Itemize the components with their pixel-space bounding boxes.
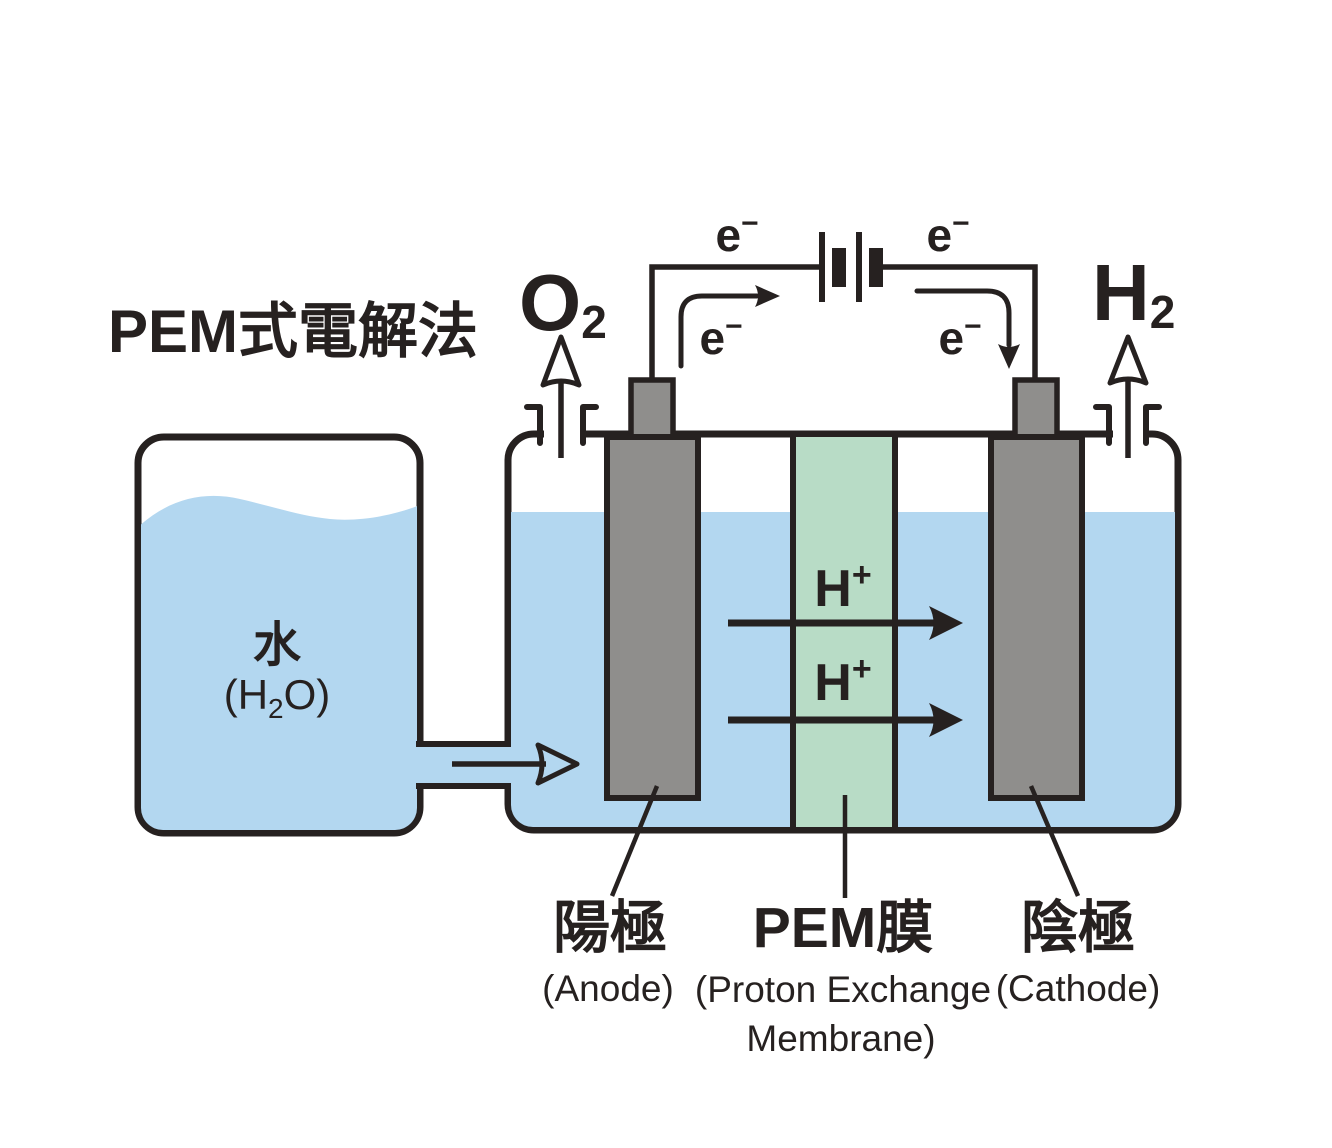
electron-arrow-head — [755, 285, 780, 307]
membrane-label-jp: PEM膜 — [753, 896, 934, 960]
proton-label-1: H+ — [814, 556, 871, 618]
electron-arrow-head — [998, 344, 1020, 369]
part-labels: 陽極 (Anode) PEM膜 (Proton Exchange Membran… — [542, 896, 1160, 1059]
vent-left-stub — [1093, 404, 1112, 446]
electron-label-top-right: e− — [926, 207, 969, 261]
cathode-label-jp: 陰極 — [1021, 896, 1135, 960]
cathode-label-en: (Cathode) — [996, 968, 1161, 1009]
vent-right-stub — [580, 404, 599, 446]
proton-arrow-head-1 — [929, 606, 963, 640]
membrane-label-en-line2: Membrane) — [746, 1018, 935, 1059]
hydrogen-outlet: H2 — [1092, 248, 1175, 458]
tank-water — [141, 495, 417, 830]
battery-icon — [819, 232, 883, 302]
proton-label-2: H+ — [814, 650, 871, 712]
membrane-label-en-line1: (Proton Exchange — [695, 969, 991, 1010]
proton-transfer: H+ H+ — [728, 556, 963, 737]
cathode-terminal — [1012, 377, 1060, 443]
anode-terminal — [628, 377, 676, 443]
electron-flow-arrow-left — [678, 285, 780, 369]
electron-flow-arrow-right — [914, 288, 1020, 369]
oxygen-label: O2 — [519, 258, 607, 348]
supply-pipe — [415, 741, 580, 789]
electron-label-inner-right: e− — [938, 310, 981, 364]
oxygen-outlet: O2 — [519, 258, 607, 458]
vent-right-stub — [1143, 404, 1162, 446]
flow-arrow-head — [535, 742, 580, 786]
pem-membrane — [790, 437, 898, 830]
tank-formula-label: (H2O) — [224, 671, 331, 724]
battery-short-plate-1 — [832, 248, 846, 287]
electron-arrow-shaft — [678, 293, 760, 369]
anode-leader-line — [609, 785, 660, 897]
external-circuit: e− e− e− e− — [649, 207, 1038, 379]
circuit-wire-right — [882, 264, 1038, 379]
cathode-electrode — [988, 377, 1085, 801]
oxygen-arrow-head — [540, 334, 582, 388]
cathode-body — [988, 434, 1085, 801]
circuit-wire-left — [649, 264, 819, 379]
diagram-title: PEM式電解法 — [108, 298, 478, 365]
anode-body — [604, 434, 701, 801]
electron-arrow-shaft — [914, 288, 1012, 348]
battery-short-plate-2 — [869, 248, 883, 287]
cathode-leader-line — [1028, 785, 1081, 897]
vent-left-stub — [524, 404, 543, 446]
electron-label-top-left: e− — [715, 207, 758, 261]
anode-electrode — [604, 377, 701, 801]
anode-label-en: (Anode) — [542, 968, 674, 1009]
anode-label-jp: 陽極 — [553, 896, 667, 960]
proton-arrow-head-2 — [929, 703, 963, 737]
water-flow-arrow — [452, 742, 580, 786]
membrane-body — [792, 437, 896, 827]
electron-label-inner-left: e− — [699, 310, 742, 364]
hydrogen-arrow-head — [1107, 334, 1149, 386]
callout-leaders — [609, 785, 1081, 898]
tank-label: 水 — [253, 619, 302, 672]
hydrogen-label: H2 — [1092, 248, 1175, 338]
water-tank: 水 (H2O) — [134, 433, 424, 837]
